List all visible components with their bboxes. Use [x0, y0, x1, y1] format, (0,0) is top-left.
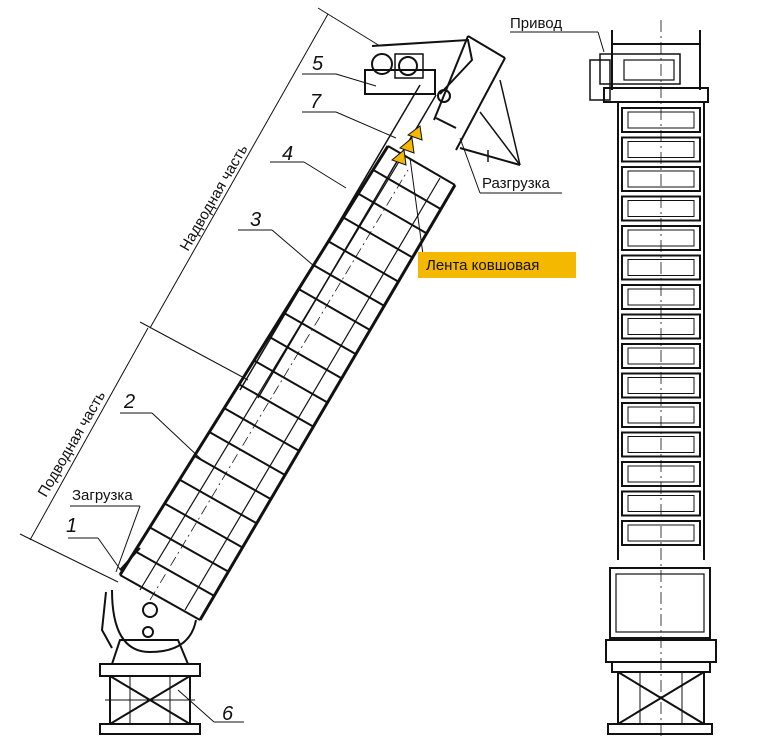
front-section-inner: [627, 259, 695, 276]
front-section: [621, 520, 701, 546]
casing-section-line: [253, 359, 328, 404]
casing-section-line: [134, 550, 215, 597]
casing-section-line: [149, 526, 229, 573]
dimension-above-water: [139, 7, 381, 381]
casing-section-line: [372, 168, 442, 211]
casing-section-line: [283, 311, 357, 356]
front-section: [621, 313, 701, 340]
front-section: [621, 402, 701, 428]
label-loading: Загрузка: [72, 487, 133, 504]
casing-section-line: [238, 383, 314, 428]
casing-section-line: [313, 264, 385, 307]
front-section-inner: [627, 465, 695, 483]
drive-head: [364, 38, 474, 103]
casing-section-line: [164, 502, 243, 549]
front-section: [621, 225, 701, 251]
casing-section-line: [223, 407, 300, 452]
front-section-inner: [627, 141, 695, 158]
casing-section-line: [193, 454, 272, 501]
front-section: [621, 431, 701, 458]
front-section: [621, 107, 701, 133]
front-section: [621, 372, 701, 399]
front-section-inner: [627, 495, 695, 512]
front-section-inner: [627, 377, 695, 394]
dimension-label-above-water: Надводная часть: [177, 142, 252, 254]
front-section: [621, 195, 701, 222]
callout-2: 2: [123, 391, 135, 413]
casing-sections: [119, 145, 456, 621]
front-section: [621, 136, 701, 163]
casing-section-line: [298, 288, 371, 331]
front-section: [621, 284, 701, 310]
callout-7: 7: [310, 91, 322, 113]
front-section-inner: [627, 406, 695, 424]
front-section: [621, 166, 701, 192]
casing-section-line: [208, 431, 286, 476]
callout-1: 1: [66, 515, 77, 537]
front-section-inner: [627, 111, 695, 129]
front-section-inner: [627, 524, 695, 542]
leader-lines: [68, 31, 605, 723]
base-frame: [99, 639, 201, 735]
dimension-label-under-water: Подводная часть: [35, 388, 110, 500]
front-section: [621, 490, 701, 517]
casing-section-line: [387, 145, 456, 186]
casing-section-line: [342, 216, 414, 259]
callout-6: 6: [222, 703, 234, 725]
front-section-inner: [627, 288, 695, 306]
front-section-inner: [627, 436, 695, 453]
front-sections: [621, 107, 701, 546]
front-section-inner: [627, 229, 695, 247]
bucket-belt-buckets: [391, 125, 423, 166]
callout-3: 3: [250, 209, 261, 231]
dimension-under-water: [19, 327, 149, 583]
label-drive: Привод: [510, 15, 562, 32]
front-section-inner: [627, 170, 695, 188]
front-section: [621, 461, 701, 487]
discharge-chute: [433, 35, 521, 166]
callout-5: 5: [312, 53, 324, 75]
casing-section-line: [327, 240, 399, 283]
front-section-inner: [627, 200, 695, 217]
front-view: Привод: [510, 15, 717, 740]
front-casing: [617, 20, 705, 740]
label-bucket-belt-text: Лента ковшовая: [426, 257, 539, 274]
casing-section-line: [119, 574, 201, 621]
label-unloading: Разгрузка: [482, 175, 550, 192]
front-section: [621, 254, 701, 281]
casing-section-line: [179, 478, 258, 525]
callout-4: 4: [282, 143, 293, 165]
front-section-inner: [627, 318, 695, 335]
casing-section-line: [268, 335, 343, 380]
casing-section-line: [357, 192, 428, 235]
front-drive-head: [589, 30, 709, 103]
label-bucket-belt: Лента ковшовая: [418, 252, 576, 278]
front-section: [621, 343, 701, 369]
front-boot: [605, 567, 717, 735]
side-view: Надводная часть Подводная часть 1 2 3 4 …: [19, 7, 605, 735]
front-section-inner: [627, 347, 695, 365]
